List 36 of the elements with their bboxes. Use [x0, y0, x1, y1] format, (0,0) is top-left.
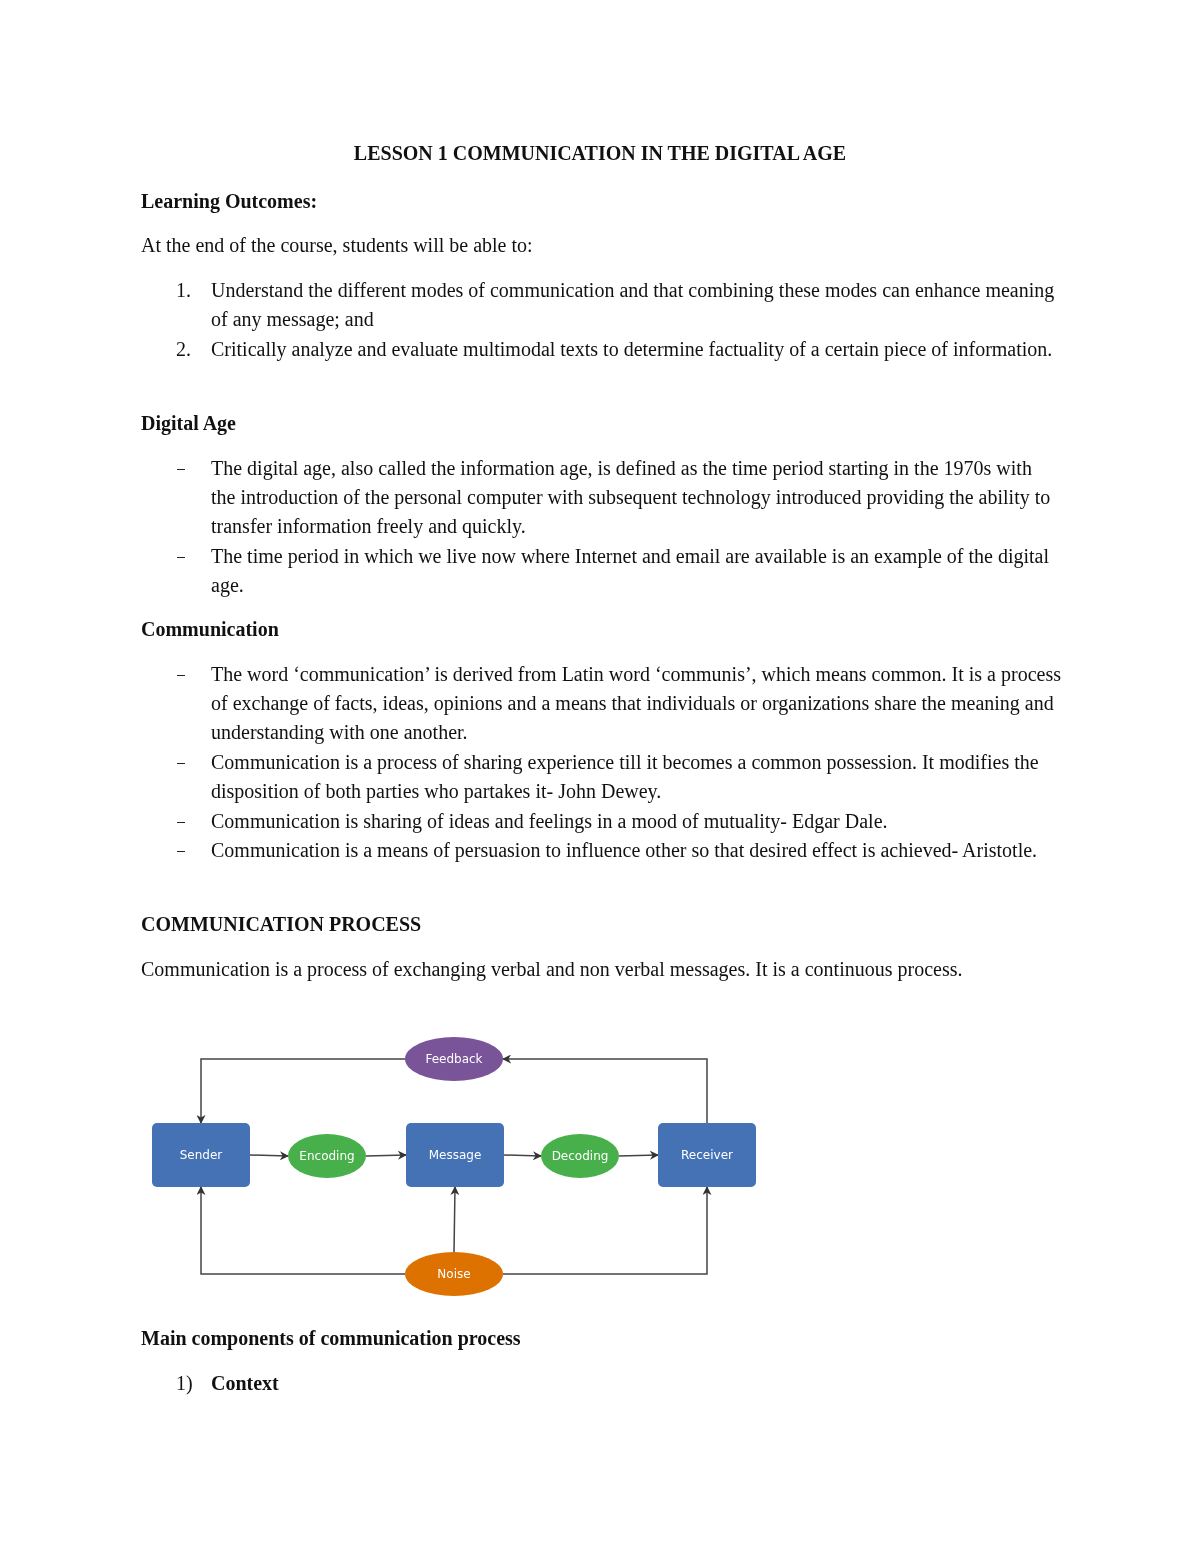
process-ellipse: Decoding: [541, 1134, 619, 1178]
arrow: [450, 1186, 460, 1253]
section-heading: Digital Age: [141, 411, 237, 437]
list-number: 1): [176, 1371, 194, 1396]
bullet-item: Communication is a process of sharing experience till it becomes a common possession. It modifies the disposition of both parties who partakes it- John Dewey.: [211, 750, 1040, 805]
section-heading: Learning Outcomes:: [141, 189, 319, 215]
arrow: [196, 1186, 406, 1275]
bullet-item: The time period in which we live now where Internet and email are available is an example of the digital age.: [211, 544, 1051, 599]
process-ellipse: Noise: [405, 1252, 503, 1296]
process-box: Message: [406, 1123, 504, 1187]
process-ellipse: Feedback: [405, 1037, 503, 1081]
bullet-item: The digital age, also called the information age, is defined as the time period starting in the 1970s with the introduction of the personal computer with subsequent technology introduced providing the ability to transfer information freely and quickly.: [211, 456, 1052, 540]
arrow: [502, 1054, 708, 1124]
section-heading: COMMUNICATION PROCESS: [141, 912, 423, 937]
paragraph: At the end of the course, students will be able to:: [141, 233, 534, 258]
process-ellipse: Encoding: [288, 1134, 366, 1178]
process-box: Sender: [152, 1123, 250, 1187]
paragraph: Communication is a process of exchanging verbal and non verbal messages. It is a continuous process.: [141, 957, 964, 983]
bullet-item: Communication is sharing of ideas and feelings in a mood of mutuality- Edgar Dale.: [211, 809, 889, 835]
bullet-item: Communication is a means of persuasion to influence other so that desired effect is achieved- Aristotle.: [211, 838, 1039, 864]
paragraph: Critically analyze and evaluate multimodal texts to determine factuality of a certain piece of information.: [211, 337, 1054, 363]
section-heading: Main components of communication process: [141, 1326, 522, 1352]
section-heading: Context: [211, 1371, 280, 1396]
section-heading: Communication: [141, 617, 280, 642]
arrow: [502, 1186, 712, 1275]
paragraph: Understand the different modes of communication and that combining these modes can enhance meaning of any message; and: [211, 278, 1056, 333]
arrow: [365, 1150, 407, 1160]
bullet-item: The word ‘communication’ is derived from Latin word ‘communis’, which means common. It is a process of exchange of facts, ideas, opinions and a means that individuals or organizations share the meaning and understanding with one another.: [211, 662, 1062, 746]
page-title: LESSON 1 COMMUNICATION IN THE DIGITAL AGE: [352, 142, 848, 165]
list-number: 2.: [176, 337, 192, 362]
arrow: [618, 1150, 659, 1160]
list-number: 1.: [176, 278, 192, 303]
arrow: [196, 1058, 406, 1124]
arrow: [503, 1151, 542, 1161]
process-box: Receiver: [658, 1123, 756, 1187]
arrow: [249, 1151, 289, 1161]
